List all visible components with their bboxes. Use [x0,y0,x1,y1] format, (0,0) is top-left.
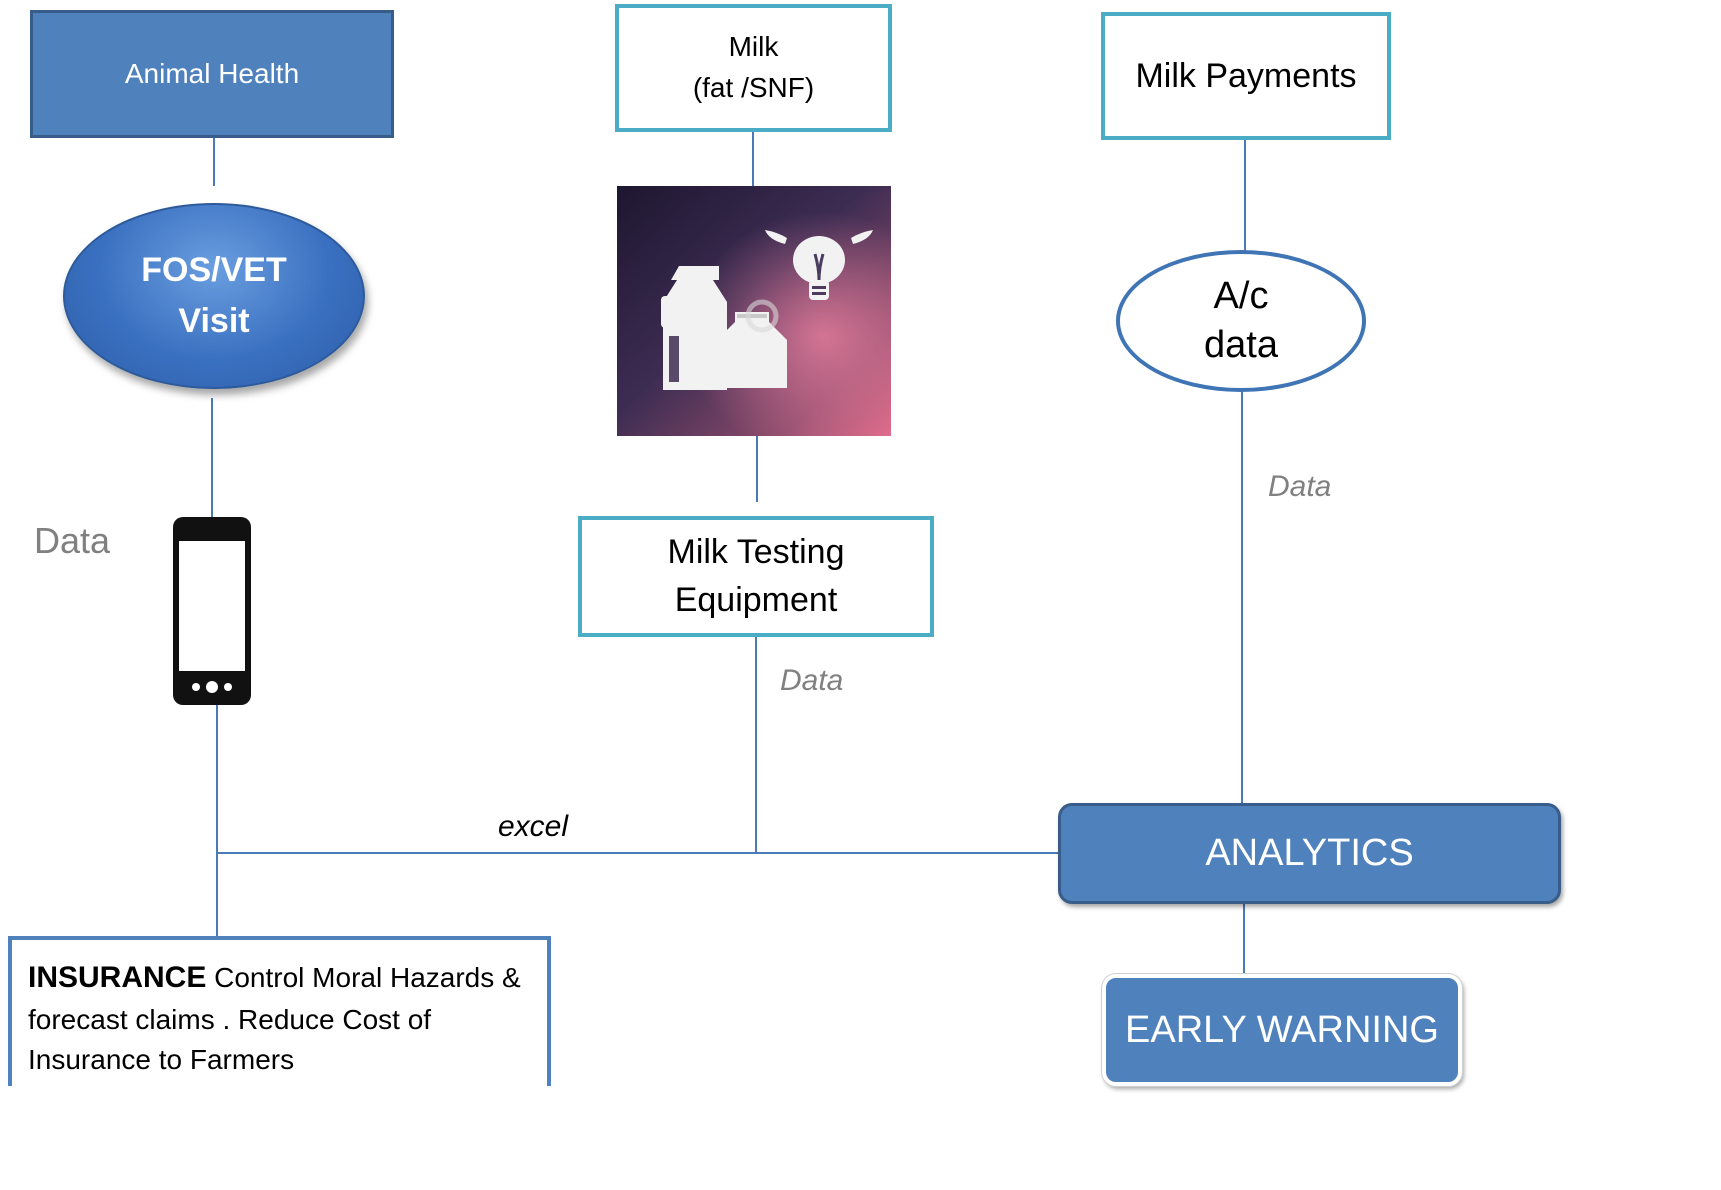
data-label-left: Data [34,520,111,561]
milk-testing-line1: Milk Testing [667,532,845,571]
fos-vet-line1: FOS/VET [141,251,287,289]
data-label-right: Data [1268,470,1332,503]
milk-payments-box: Milk Payments [1101,12,1391,140]
ac-data-line2: data [1204,324,1278,366]
milk-testing-box: Milk Testing Equipment [578,516,934,637]
fos-vet-ellipse: FOS/VET Visit [63,203,365,389]
milk-testing-line2: Equipment [674,580,838,619]
connector-ac-to-analytics [1241,392,1243,804]
early-warning-box: EARLY WARNING [1102,974,1462,1086]
insurance-box: INSURANCE Control Moral Hazards & foreca… [8,936,551,1086]
insurance-bold: INSURANCE [28,961,207,994]
data-label-middle: Data [780,664,844,697]
excel-label: excel [498,810,569,843]
milk-box: Milk (fat /SNF) [615,4,892,132]
analytics-label: ANALYTICS [1205,832,1414,874]
ac-data-line1: A/c [1213,274,1269,317]
connector-phone-down [216,704,218,938]
fos-vet-line2: Visit [178,302,250,340]
milk-cans-cow-icon [617,186,891,436]
connector-animal-health-to-fos [213,138,215,186]
animal-health-label: Animal Health [124,58,300,89]
connector-payments-to-ac [1244,140,1246,295]
milk-payments-label: Milk Payments [1135,56,1357,95]
connector-testing-down [755,637,757,853]
connector-fos-to-phone [211,398,213,518]
connector-image-to-testing [756,436,758,502]
early-warning-label: EARLY WARNING [1125,1008,1439,1051]
animal-health-box: Animal Health [30,10,394,138]
connector-analytics-to-warning [1243,904,1245,974]
milk-line1: Milk [728,31,779,63]
insurance-description: Control Moral Hazards & forecast claims … [28,962,521,1076]
milk-line2: (fat /SNF) [692,72,815,103]
analytics-box: ANALYTICS [1058,803,1561,904]
mobile-phone-icon [172,516,252,706]
ac-data-ellipse: A/c data [1116,250,1366,392]
connector-milk-to-image [752,132,754,187]
connector-horizontal-bus [216,852,1059,854]
